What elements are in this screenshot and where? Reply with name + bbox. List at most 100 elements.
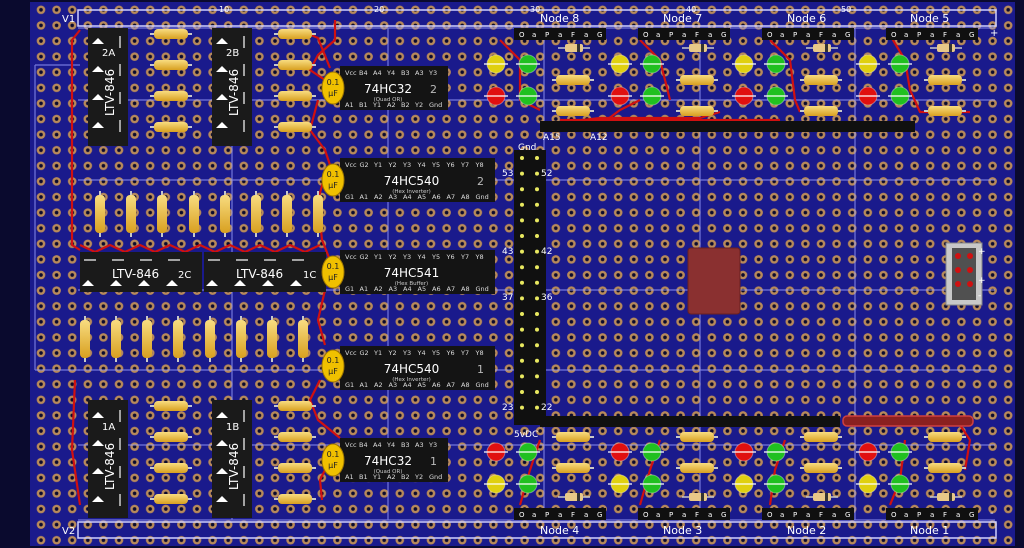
led — [640, 54, 664, 74]
header-pin — [520, 265, 524, 270]
resistor — [274, 432, 316, 442]
resistor — [150, 432, 192, 442]
chip-pin-label: A7 — [447, 285, 456, 293]
capacitor-value: 0.1 — [327, 262, 340, 271]
opto-led-symbol — [206, 280, 218, 286]
svg-text:F: F — [571, 31, 575, 39]
resistor — [111, 316, 121, 362]
svg-text:O: O — [767, 31, 773, 39]
node-7-label: Node 7 — [663, 12, 702, 25]
chip-pin-label: G1 — [345, 193, 354, 201]
led — [516, 54, 540, 74]
chip-pin-label: Y4 — [417, 253, 426, 261]
chip-pin-label: A2 — [387, 101, 396, 109]
chip-pin-label: A1 — [360, 193, 369, 201]
chip-pin-label: A4 — [403, 381, 412, 389]
chip-pin-label: Y4 — [417, 161, 426, 169]
bottom-rail — [77, 521, 997, 539]
header-pin — [520, 343, 524, 348]
resistors — [80, 29, 966, 504]
chip-pin-label: G1 — [345, 285, 354, 293]
chip-pin-label: Gnd — [476, 193, 489, 201]
svg-text:G: G — [969, 31, 974, 39]
resistor — [150, 122, 192, 132]
svg-text:1C: 1C — [303, 270, 316, 281]
resistor — [150, 401, 192, 411]
header-pin — [520, 296, 524, 301]
svg-text:a: a — [832, 511, 836, 519]
diode — [806, 493, 838, 501]
chip-name: 74HC540 — [384, 174, 440, 188]
resistor — [676, 432, 718, 442]
chip-pin-label: Y2 — [388, 253, 397, 261]
svg-text:a: a — [682, 511, 686, 519]
svg-text:G: G — [969, 511, 974, 519]
opto-led-symbol — [92, 440, 104, 446]
capacitor-value: 0.1 — [327, 78, 340, 87]
node-1-label: Node 1 — [910, 524, 949, 537]
svg-text:a: a — [904, 511, 908, 519]
resistor — [676, 75, 718, 85]
chip-pin-label: Gnd — [429, 473, 442, 481]
opto-led-symbol — [92, 66, 104, 72]
chip-pin-label: Y6 — [446, 253, 455, 261]
arduino-pin-22: 22 — [541, 403, 552, 413]
header-pin — [520, 187, 524, 192]
capacitor-value: 0.1 — [327, 170, 340, 179]
chip-pin-label: Y3 — [402, 349, 411, 357]
svg-text:F: F — [819, 31, 823, 39]
opto-symbols — [82, 36, 304, 506]
svg-text:O: O — [643, 31, 649, 39]
arduino-a15-label: A15 — [543, 133, 561, 143]
chip-number: 1 — [477, 363, 484, 376]
header-pin — [535, 327, 539, 332]
rail-sign-top: + — [990, 28, 998, 39]
arduino-pin-42: 42 — [541, 247, 552, 257]
power-sign-minus: - — [978, 291, 981, 301]
svg-text:O: O — [767, 511, 773, 519]
chip-number: 2 — [430, 83, 437, 96]
arduino-header — [514, 150, 546, 425]
diode — [930, 493, 962, 501]
chip-pin-label: B1 — [359, 101, 368, 109]
svg-text:a: a — [584, 511, 588, 519]
opto-led-symbol — [290, 280, 302, 286]
svg-text:O: O — [891, 511, 897, 519]
resistor — [274, 463, 316, 473]
chip-pin-label: Y5 — [431, 161, 440, 169]
chip-pin-label: Y2 — [388, 349, 397, 357]
resistor — [552, 106, 594, 116]
led — [888, 54, 912, 74]
resistor — [274, 494, 316, 504]
chip-pin-label: Y1 — [373, 253, 382, 261]
led — [764, 442, 788, 462]
chip-pin-label: G2 — [360, 161, 369, 169]
svg-text:2A: 2A — [102, 48, 115, 59]
top-rail — [77, 9, 997, 27]
chip-pin-label: A3 — [389, 193, 398, 201]
chip-pin-label: Vcc — [345, 69, 357, 77]
capacitor: 0.1µF — [321, 443, 345, 477]
chip-pin-label: A1 — [345, 101, 354, 109]
chip-pin-label: Y4 — [386, 69, 395, 77]
chip-pin-label: Y4 — [417, 349, 426, 357]
svg-text:a: a — [558, 511, 562, 519]
chip-pin-label: A7 — [447, 381, 456, 389]
chip-pin-label: A6 — [432, 285, 441, 293]
header-pin — [535, 218, 539, 223]
arduino-a12-label: A12 — [590, 133, 608, 143]
opto-led-symbol — [216, 440, 228, 446]
opto-led-symbol — [166, 280, 178, 286]
resistor — [676, 463, 718, 473]
chip-pin-label: Y8 — [475, 161, 484, 169]
ruler-20: 20 — [374, 5, 384, 14]
chip-pin-label: A2 — [374, 381, 383, 389]
svg-text:F: F — [695, 31, 699, 39]
svg-text:a: a — [708, 511, 712, 519]
header-pin — [520, 312, 524, 316]
opto-2a: 2A LTV-846 — [88, 28, 128, 146]
